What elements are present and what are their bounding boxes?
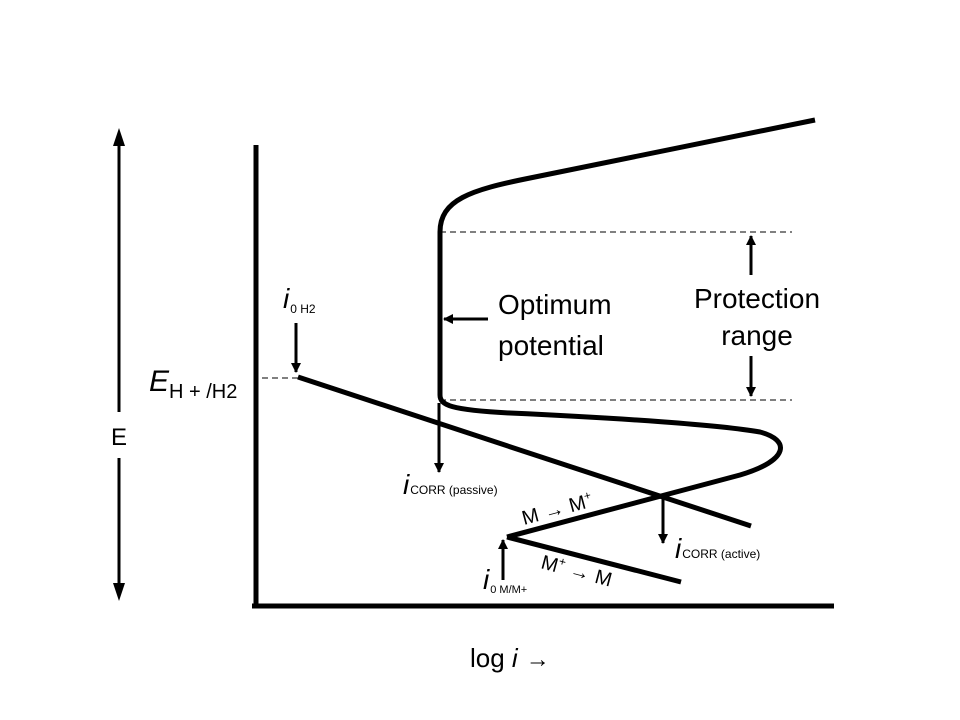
protection-range-label-line1: Protection bbox=[694, 283, 820, 314]
icorr-passive-label: iCORR (passive) bbox=[403, 469, 498, 500]
oxidation-reaction-label: M→M+ bbox=[519, 488, 595, 530]
optimum-potential-label-line1: Optimum bbox=[498, 289, 612, 320]
anodic-polarization-curve bbox=[437, 117, 816, 540]
reduction-reaction-label: M+→M bbox=[539, 550, 615, 592]
metal-reduction-line bbox=[506, 534, 682, 585]
i0-mm-label: i0 M/M+ bbox=[483, 564, 527, 596]
potential-axis-label: E bbox=[111, 424, 127, 451]
icorr-active-label: iCORR (active) bbox=[675, 533, 760, 564]
optimum-potential-label-line2: potential bbox=[498, 330, 604, 361]
potential-axis: E bbox=[111, 128, 127, 601]
equilibrium-potential-label: EH + /H2 bbox=[149, 365, 237, 403]
i0-h2-label: i0 H2 bbox=[283, 283, 316, 316]
x-axis-label: log i→ bbox=[470, 643, 550, 673]
hydrogen-reduction-line bbox=[297, 374, 752, 529]
dashed-reference-lines bbox=[262, 231, 792, 401]
protection-range-label-line2: range bbox=[721, 320, 793, 351]
